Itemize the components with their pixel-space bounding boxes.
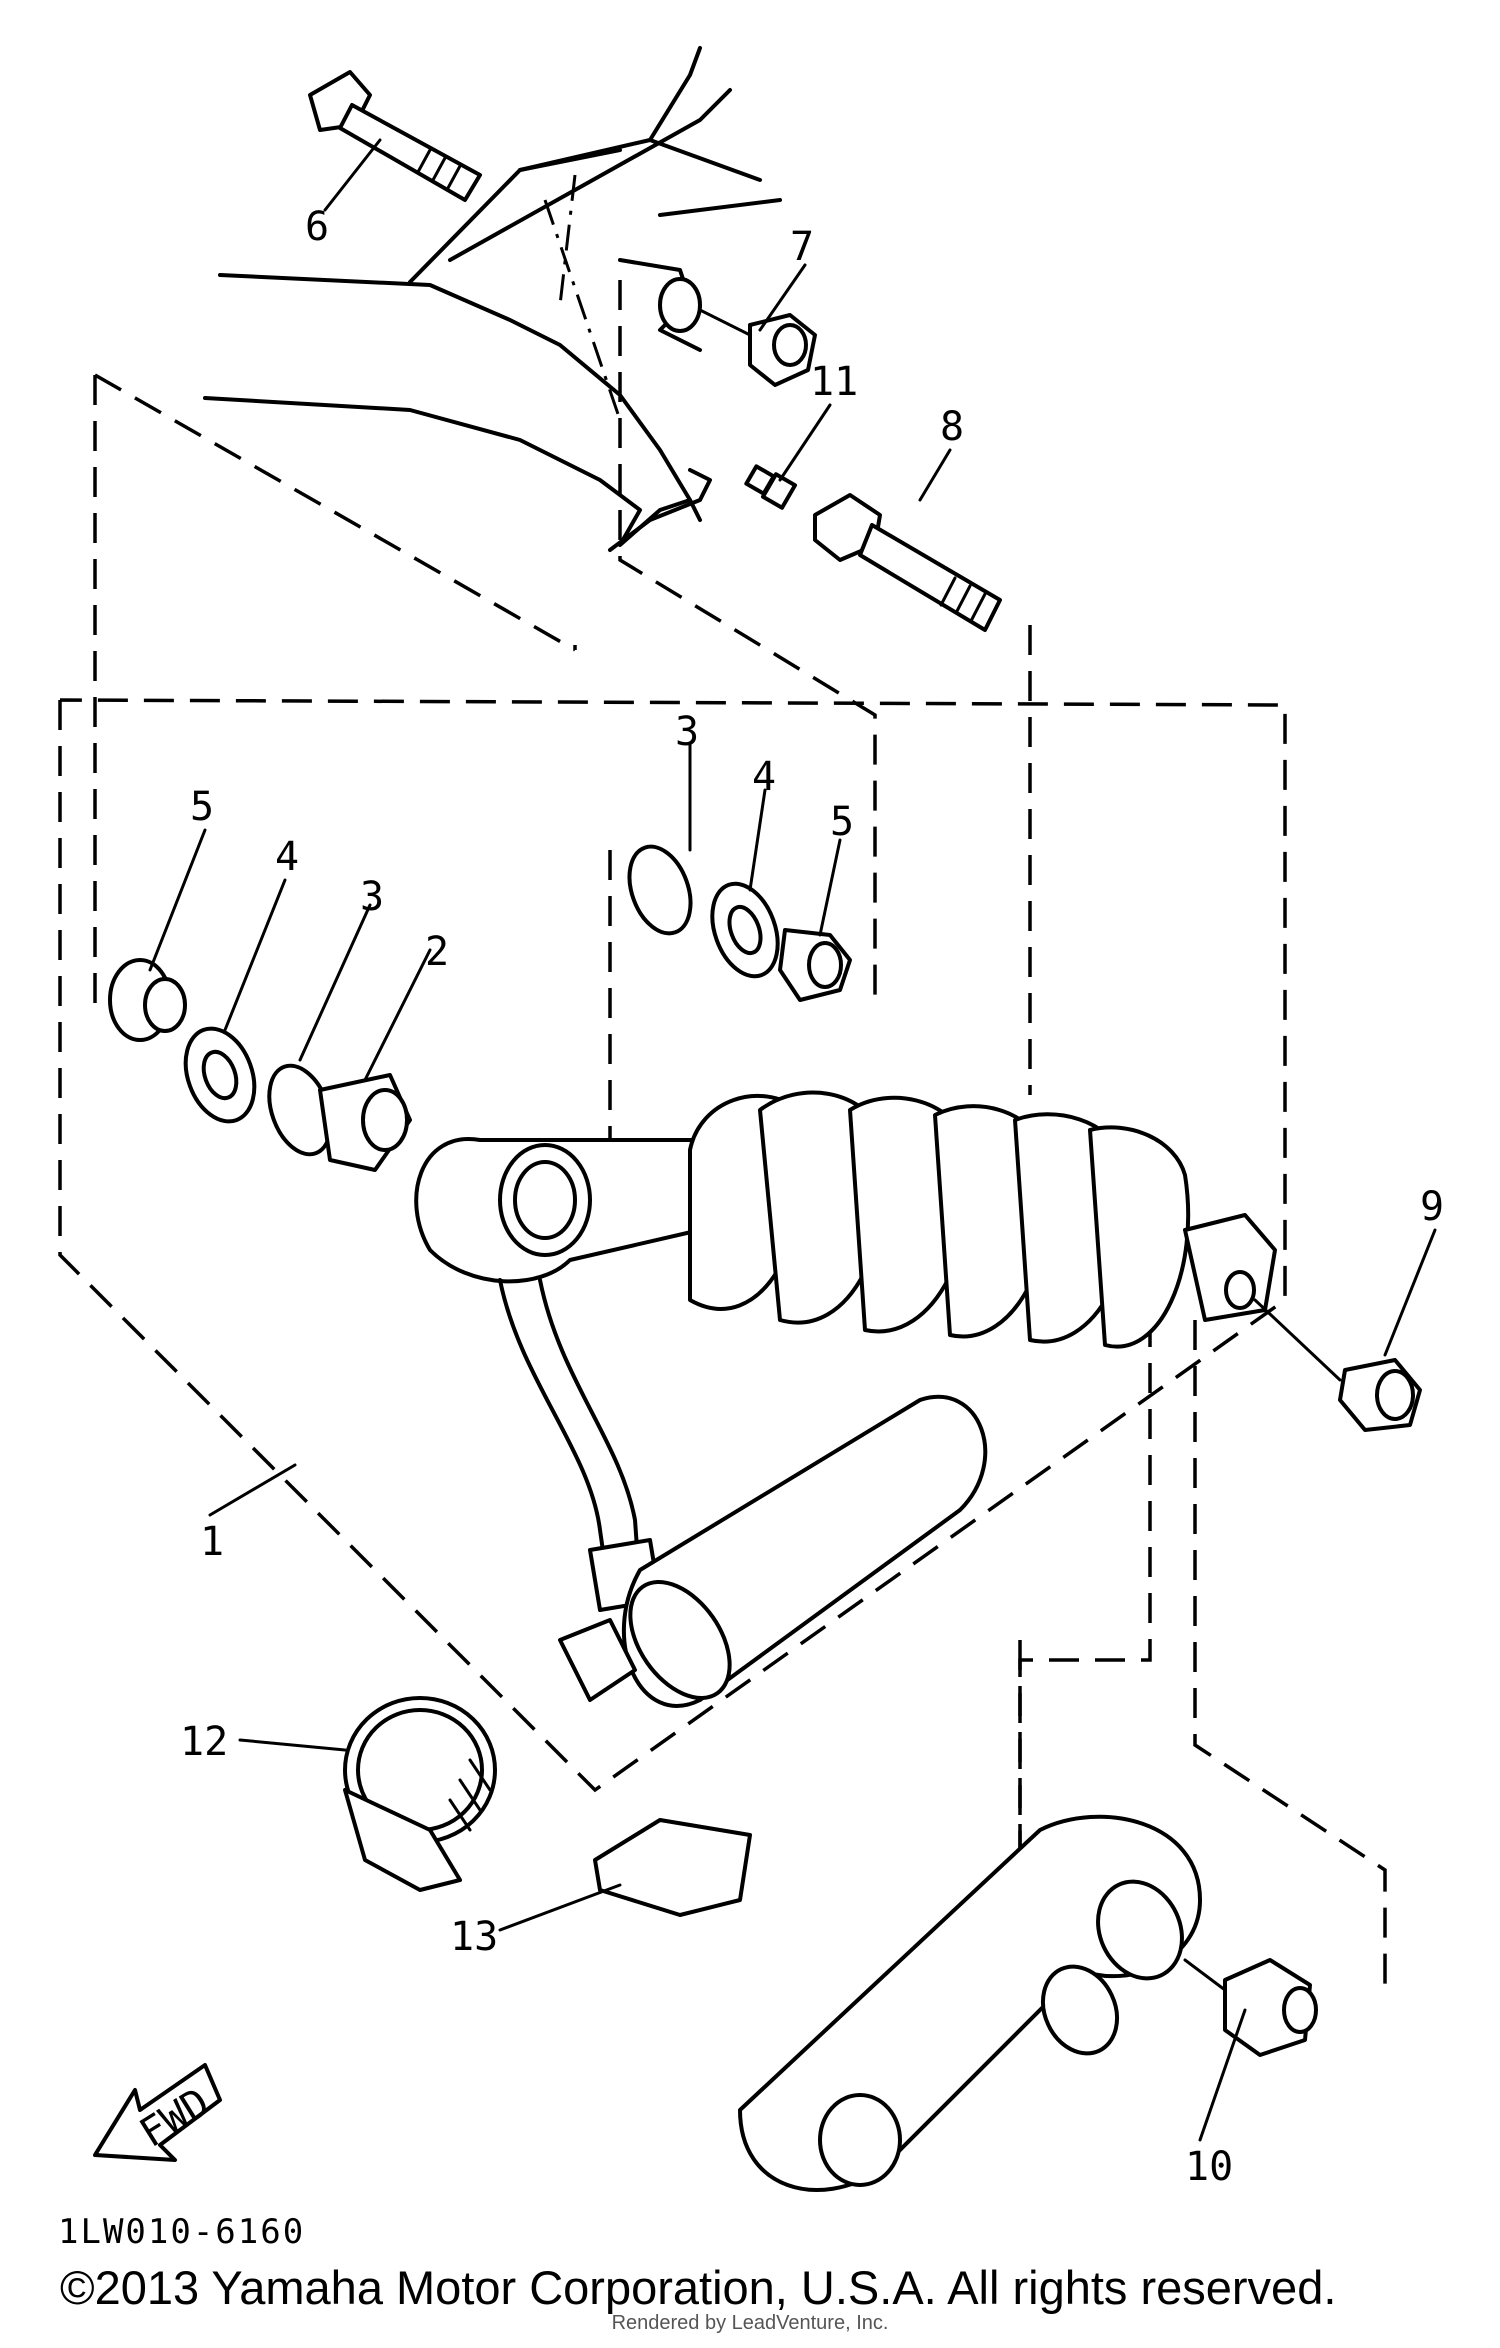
callout-6: 6: [305, 204, 329, 250]
grease-nipple-11-icon: [744, 464, 798, 510]
callout-3-left: 3: [360, 874, 384, 920]
fwd-arrow-icon: FWD: [93, 2063, 222, 2162]
callout-4-right: 4: [752, 754, 776, 800]
dash-guides: [58, 174, 1387, 1995]
hose-clamp-12-icon: [343, 1696, 497, 1892]
leader-lines: [148, 138, 1437, 2142]
callout-7: 7: [790, 224, 814, 270]
callout-13: 13: [450, 1914, 498, 1960]
callout-4-left: 4: [275, 834, 299, 880]
relay-arm-10-icon: [738, 1814, 1318, 2192]
callout-12: 12: [180, 1719, 228, 1765]
frame-outline: [203, 46, 782, 552]
drawing-code: 1LW010-6160: [58, 2212, 306, 2252]
callout-5-right: 5: [830, 799, 854, 845]
copyright-text: ©2013 Yamaha Motor Corporation, U.S.A. A…: [60, 2261, 1337, 2314]
shock-absorber-1-icon: [414, 1090, 1277, 1708]
right-seal-set: [627, 844, 852, 1002]
watermark-text: Rendered by LeadVenture, Inc.: [611, 2312, 889, 2334]
collar-9-icon: [1253, 1298, 1422, 1432]
bolt-6-icon: [308, 70, 482, 202]
callout-labels: 6 7 11 8 3 4 5 5 4 3 2 9 1 12 13 10: [180, 204, 1444, 2190]
callout-2: 2: [425, 929, 449, 975]
callout-3-right: 3: [675, 709, 699, 755]
callout-10: 10: [1185, 2144, 1233, 2190]
bolt-8-icon: [813, 493, 1002, 632]
callout-1: 1: [200, 1519, 224, 1565]
nut-7-icon: [658, 277, 817, 387]
pad-13-icon: [593, 1818, 752, 1917]
callout-5-left: 5: [190, 784, 214, 830]
left-seal-set: [108, 958, 412, 1172]
callout-11: 11: [810, 359, 858, 405]
callout-8: 8: [940, 404, 964, 450]
callout-9: 9: [1420, 1184, 1444, 1230]
